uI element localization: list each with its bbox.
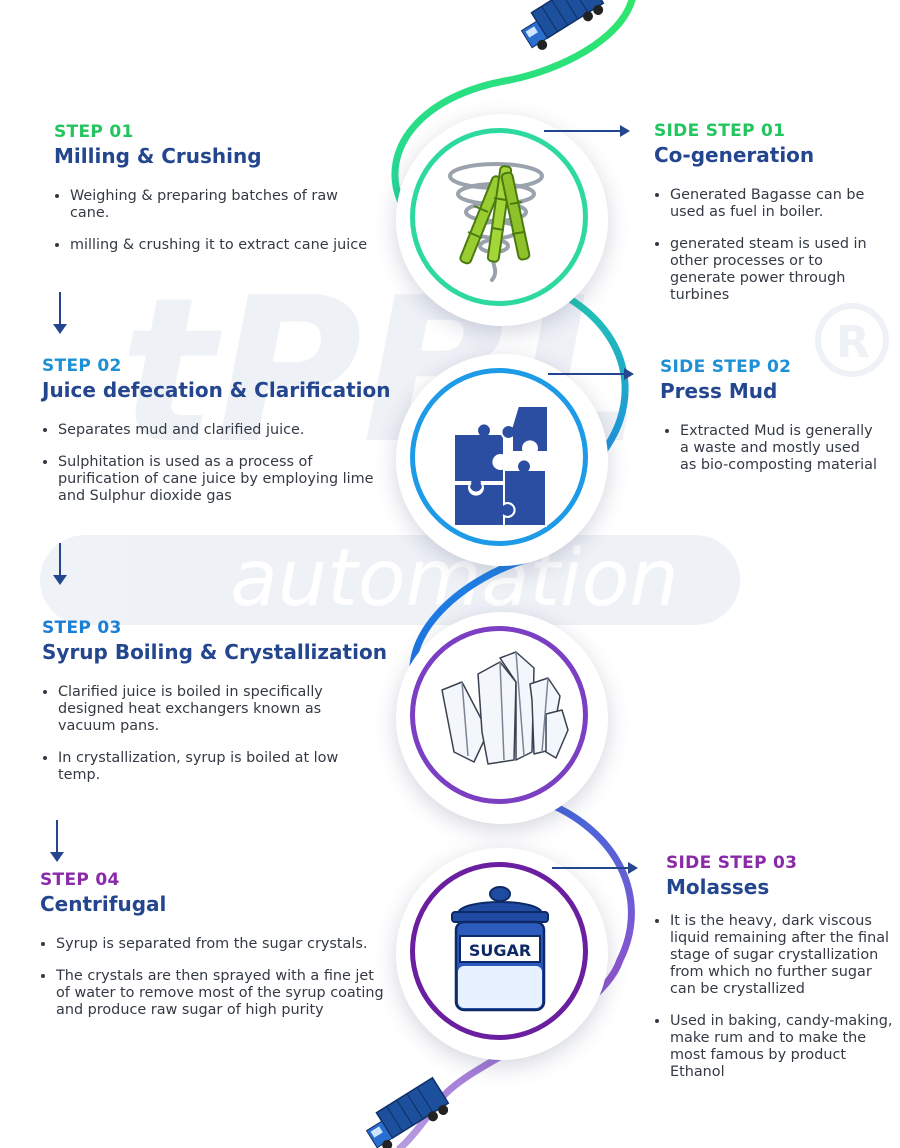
step-02-block: STEP 02 Juice defecation & Clarification… — [42, 356, 391, 520]
step-01-bullet: Weighing & preparing batches of raw cane… — [70, 188, 374, 222]
step-04-block: STEP 04 Centrifugal Syrup is separated f… — [40, 870, 386, 1034]
step-04-title: Centrifugal — [40, 892, 167, 916]
step3-icon-circle — [396, 612, 608, 824]
step-03-bullet: Clarified juice is boiled in specificall… — [58, 684, 372, 735]
step2-icon-circle — [396, 354, 608, 566]
step-04-label: STEP 04 — [40, 870, 120, 890]
side-step-03-bullet: Used in baking, candy-making, make rum a… — [670, 1013, 894, 1081]
side-step-02-title: Press Mud — [660, 379, 778, 403]
step-01-title: Milling & Crushing — [54, 144, 262, 168]
side-step-01-bullet: generated steam is used in other process… — [670, 236, 890, 304]
step-01-block: STEP 01 Milling & Crushing Weighing & pr… — [54, 122, 374, 269]
step4-icon-circle: SUGAR — [396, 848, 608, 1060]
sugar-jar-label: SUGAR — [469, 941, 531, 960]
step-03-bullet: In crystallization, syrup is boiled at l… — [58, 750, 372, 784]
tornado-sugarcane-icon — [448, 162, 544, 282]
side-step-02-bullet: Extracted Mud is generally a waste and m… — [680, 423, 880, 474]
step1-icon-circle — [396, 114, 608, 326]
arrow-down-step3-to-step4 — [50, 820, 64, 864]
step-04-bullet: The crystals are then sprayed with a fin… — [56, 968, 386, 1019]
step-02-title: Juice defecation & Clarification — [42, 378, 391, 402]
step-03-label: STEP 03 — [42, 618, 122, 638]
side-step-03-label: SIDE STEP 03 — [666, 853, 798, 873]
side-step-02-block: SIDE STEP 02 Press Mud Extracted Mud is … — [660, 357, 880, 489]
arrow-down-step2-to-step3 — [53, 543, 67, 587]
step-04-bullet: Syrup is separated from the sugar crysta… — [56, 936, 386, 953]
side-step-01-block: SIDE STEP 01 Co-generation Generated Bag… — [654, 121, 890, 319]
sugar-jar-icon: SUGAR — [451, 886, 549, 1012]
arrow-right-to-side-step2 — [548, 368, 634, 380]
side-step-03-block: SIDE STEP 03 Molasses It is the heavy, d… — [666, 853, 894, 1096]
side-step-01-label: SIDE STEP 01 — [654, 121, 786, 141]
side-step-01-bullet: Generated Bagasse can be used as fuel in… — [670, 187, 890, 221]
step-02-bullet: Separates mud and clarified juice. — [58, 422, 382, 439]
truck-icon — [365, 1076, 450, 1148]
crystals-icon — [441, 651, 569, 765]
step-01-label: STEP 01 — [54, 122, 134, 142]
side-step-01-title: Co-generation — [654, 143, 815, 167]
arrow-right-to-side-step1 — [544, 125, 630, 137]
side-step-03-title: Molasses — [666, 875, 770, 899]
step-02-bullet: Sulphitation is used as a process of pur… — [58, 454, 382, 505]
side-step-03-bullet: It is the heavy, dark viscous liquid rem… — [670, 913, 894, 998]
puzzle-icon — [453, 405, 549, 527]
arrow-right-to-side-step3 — [552, 862, 638, 874]
step-03-title: Syrup Boiling & Crystallization — [42, 640, 387, 664]
step-02-label: STEP 02 — [42, 356, 122, 376]
step-03-block: STEP 03 Syrup Boiling & Crystallization … — [42, 618, 387, 799]
step-01-bullet: milling & crushing it to extract cane ju… — [70, 237, 374, 254]
svg-text:R: R — [836, 317, 870, 368]
side-step-02-label: SIDE STEP 02 — [660, 357, 792, 377]
truck-icon — [520, 0, 605, 50]
arrow-down-step1-to-step2 — [53, 292, 67, 336]
